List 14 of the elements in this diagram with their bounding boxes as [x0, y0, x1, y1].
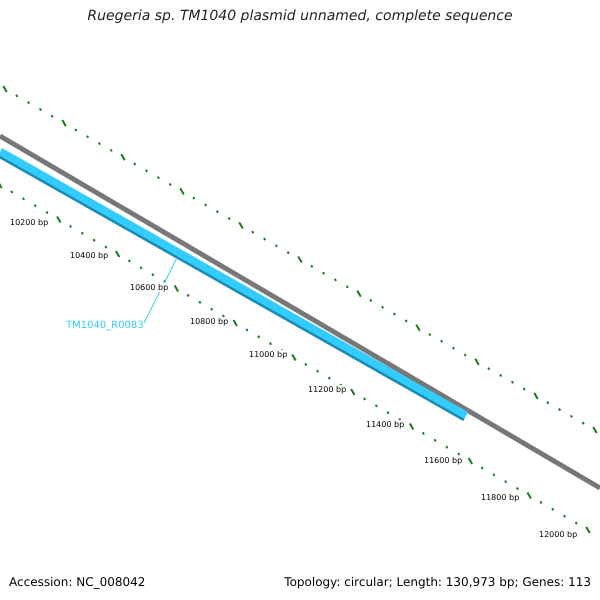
tick-label: 11600 bp	[424, 456, 462, 465]
map-title: Ruegeria sp. TM1040 plasmid unnamed, complete sequence	[86, 8, 514, 24]
leader-line	[144, 257, 178, 324]
tick-label: 11800 bp	[481, 493, 520, 502]
tick-label: 10600 bp	[130, 283, 168, 292]
tick-label: 10800 bp	[190, 317, 228, 326]
tick-label: 11000 bp	[249, 350, 288, 359]
gene-label: TM1040_R0083	[66, 320, 144, 331]
tick-label: 11200 bp	[308, 385, 346, 394]
tick-label: 10200 bp	[10, 218, 48, 227]
accession-label: Accession: NC_008042	[9, 575, 146, 589]
tick-label: 12000 bp	[539, 530, 578, 539]
tick-label: 10400 bp	[70, 251, 108, 260]
sequence-info-label: Topology: circular; Length: 130,973 bp; Genes: 113	[284, 575, 591, 589]
